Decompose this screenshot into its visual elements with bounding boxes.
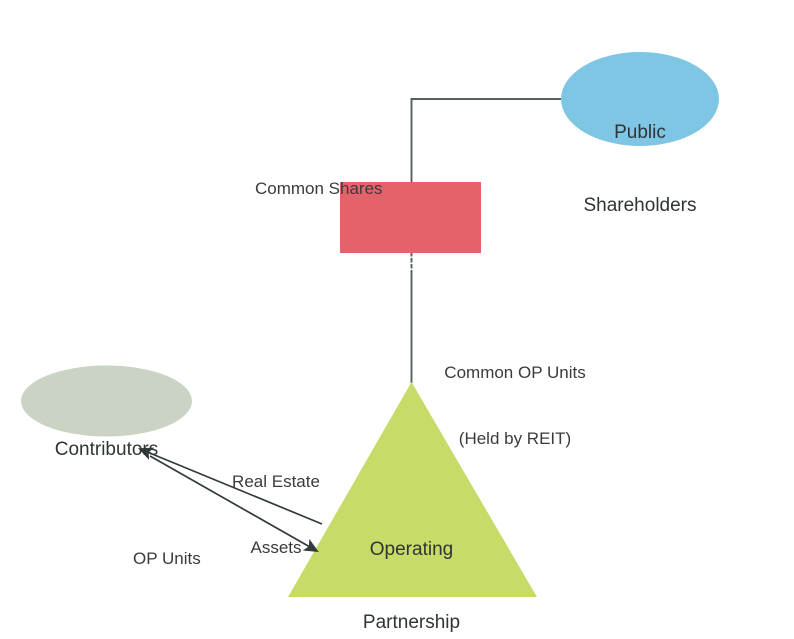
common-op-units-line-1: Common OP Units [444,363,586,383]
edge-label-common-op-units: Common OP Units (Held by REIT) [430,318,600,495]
common-shares-text: Common Shares [255,179,383,199]
node-public-shareholders [561,52,719,146]
arrow-real-estate-assets [138,447,323,525]
connector-shareholders-to-reit [410,98,561,182]
node-contributors [21,365,192,437]
edge-label-op-units: OP Units [133,504,201,614]
edge-label-real-estate-assets: Real Estate Assets [215,427,337,604]
edge-label-common-shares: Common Shares [255,134,383,244]
real-estate-assets-line-2: Assets [250,538,302,558]
node-operating-partnership [288,382,537,597]
common-op-units-line-2: (Held by REIT) [458,429,572,449]
real-estate-assets-line-1: Real Estate [232,472,320,492]
node-reit [340,182,481,253]
arrow-op-units [149,455,319,553]
op-units-text: OP Units [133,549,201,569]
